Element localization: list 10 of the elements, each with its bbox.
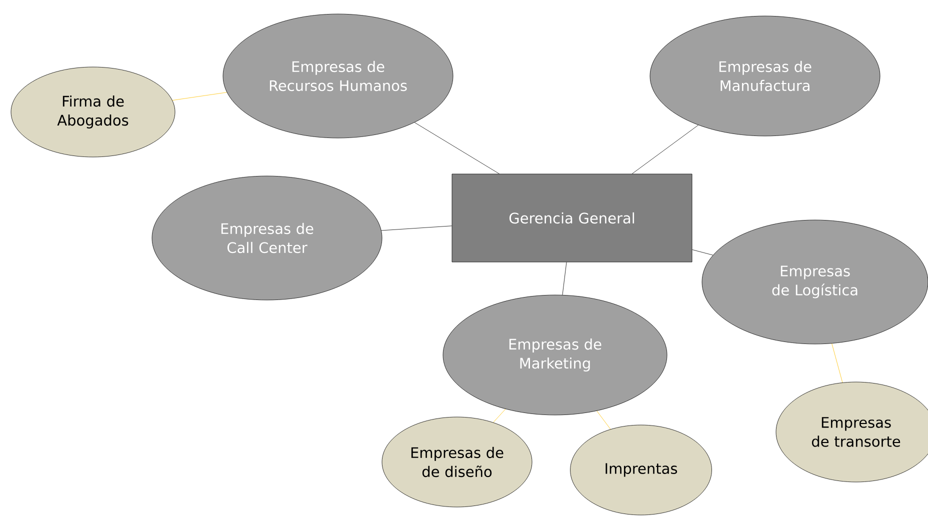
connector-line [832, 343, 843, 383]
connector-line [493, 408, 506, 423]
connector-line [381, 226, 452, 231]
process-box: Gerencia General [452, 174, 692, 262]
connector-line [414, 122, 500, 174]
connector-line [596, 410, 611, 430]
connector-line [632, 124, 698, 174]
connector-line [172, 92, 228, 101]
connector-line [562, 262, 567, 296]
connector-line [692, 249, 714, 256]
